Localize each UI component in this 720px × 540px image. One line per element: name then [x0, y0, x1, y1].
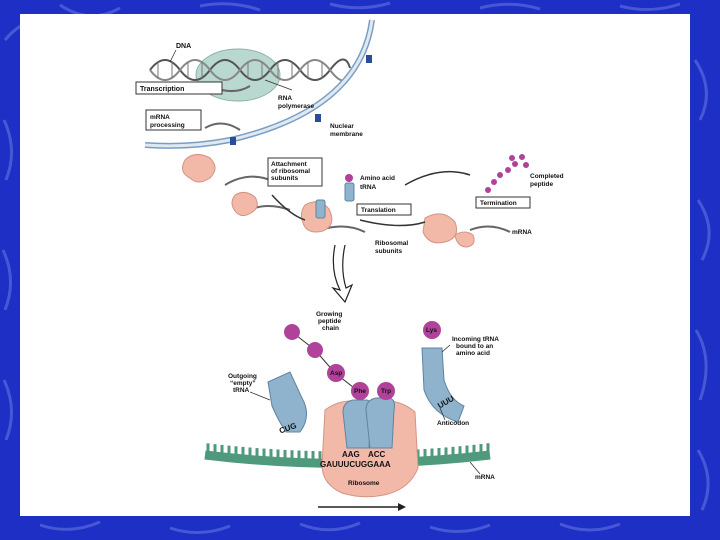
translation-text: Translation: [361, 207, 396, 214]
attachment-label: Attachment of ribosomal subunits: [267, 157, 323, 187]
mrna-detail-label: mRNA: [475, 474, 495, 481]
growing-chain-label-3: chain: [322, 325, 339, 332]
mrna-processing-text: mRNA: [150, 114, 170, 121]
incoming-trna-label-3: amino acid: [456, 350, 490, 357]
attachment-text-2: of ribosomal: [271, 168, 310, 175]
attachment-text: Attachment: [271, 161, 308, 168]
flow-arrows: [271, 170, 471, 227]
amino-acid-lys: Lys: [423, 321, 441, 339]
outgoing-trna-label: Outgoing: [228, 373, 257, 380]
codon-sequence-text: GAUUUCUGGAAA: [320, 460, 391, 469]
nuclear-membrane-label-2: membrane: [330, 131, 363, 138]
termination-text: Termination: [480, 200, 517, 207]
transcription-text: Transcription: [140, 86, 184, 93]
ribosomal-subunits-label-2: subunits: [375, 248, 402, 255]
completed-peptide-label: Completed: [530, 173, 564, 180]
mrna-overview-label: mRNA: [512, 229, 532, 236]
amino-acid-trp: Trp: [377, 382, 395, 400]
anticodon-left-text: AAG: [342, 450, 360, 459]
trp-label: Trp: [381, 388, 391, 395]
anticodon-right-text: ACC: [368, 450, 386, 459]
attachment-text-3: subunits: [271, 175, 298, 182]
asp-label: Asp: [330, 370, 342, 377]
outgoing-trna-label-2: “empty”: [230, 380, 256, 387]
termination-label: Termination: [475, 196, 531, 209]
nuclear-membrane: [144, 19, 375, 149]
translation-label: Translation: [356, 203, 412, 216]
amino-acid-asp: Asp: [327, 364, 345, 382]
ribosome-label: Ribosome: [348, 480, 380, 487]
completed-peptide-label-2: peptide: [530, 181, 553, 188]
nuclear-membrane-label: Nuclear: [330, 123, 354, 130]
incoming-trna-label: Incoming tRNA: [452, 336, 499, 343]
trna-in-ribosome: [342, 397, 395, 449]
incoming-trna-label-2: bound to an: [456, 343, 493, 350]
growing-peptide-chain: [284, 324, 359, 392]
mrna-processing-label: mRNA processing: [145, 109, 202, 131]
transcription-label: Transcription: [135, 81, 223, 95]
ribosomal-subunits-label: Ribosomal: [375, 240, 408, 247]
trna-overview: [315, 174, 355, 219]
outgoing-trna-label-3: tRNA: [233, 387, 250, 394]
completed-peptide: [485, 154, 529, 193]
phe-label: Phe: [354, 388, 366, 395]
anticodon-label: Anticodon: [437, 420, 469, 427]
lys-label: Lys: [426, 327, 437, 334]
ribosomal-subunits: [181, 154, 475, 248]
zoom-arrow-icon: [331, 244, 354, 304]
incoming-trna: [421, 347, 465, 423]
leader-lines: [169, 49, 481, 475]
rna-polymerase-label-2: polymerase: [278, 103, 315, 110]
direction-arrow: [318, 503, 406, 511]
growing-chain-label-2: peptide: [318, 318, 341, 325]
outgoing-trna: [267, 371, 307, 433]
dna-label: DNA: [176, 43, 191, 50]
amino-acid-phe: Phe: [351, 382, 369, 400]
dna-helix: [149, 58, 351, 82]
rna-polymerase-label: RNA: [278, 95, 292, 102]
trna-label: tRNA: [360, 184, 377, 191]
amino-acid-label: Amino acid: [360, 175, 395, 182]
growing-chain-label: Growing: [316, 311, 342, 318]
mrna-processing-text-2: processing: [150, 122, 185, 129]
